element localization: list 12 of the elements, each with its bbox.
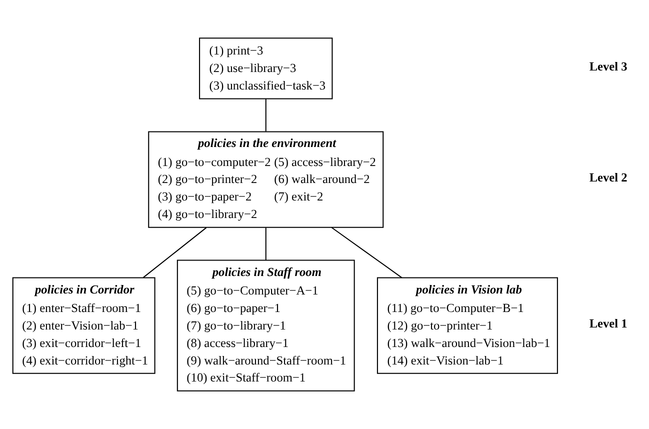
label: Level 2 — [589, 170, 628, 185]
label: Level 1 — [589, 316, 628, 331]
connector — [265, 228, 266, 260]
connector — [331, 227, 402, 278]
node-box: policies in Staff room (5) go−to−Computer−A−1 (6) go−to−paper−1 (7) go−to−library−1 (8) access−library−1 (9) walk−around−Staff−room−1 (10) exit−Staff−room−1 — [176, 260, 355, 392]
node-box: policies in the environment (1) go−to−computer−2 (5) access−library−2 (2) go−to−printer−2 (6) walk−around−2 (3) go−to−paper−2 (7) exit−2 (4) go−to−library−2 — [148, 131, 384, 228]
connector — [142, 227, 207, 278]
node-box: policies in Vision lab (11) go−to−Computer−B−1 (12) go−to−printer−1 (13) walk−around−Vision−lab−1 (14) exit−Vision−lab−1 — [376, 277, 558, 374]
label: Level 3 — [589, 60, 628, 74]
connector — [265, 99, 266, 132]
node-box: (1) print−3 (2) use−library−3 (3) unclassified−task−3 — [199, 38, 333, 100]
node-box: policies in Corridor (1) enter−Staff−room−1 (2) enter−Vision−lab−1 (3) exit−corridor−left−1 (4) exit−corridor−right−1 — [12, 277, 156, 374]
